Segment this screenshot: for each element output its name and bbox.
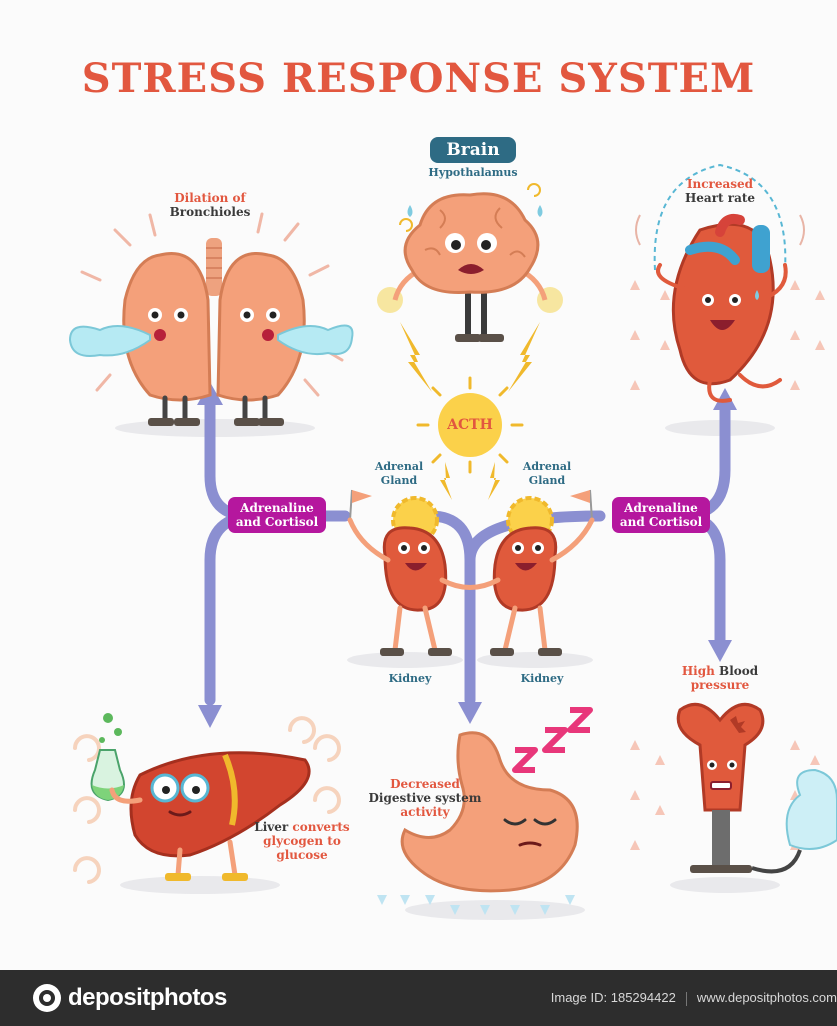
acth-label: ACTH — [440, 418, 500, 432]
hormone-left-pill: Adrenaline and Cortisol — [228, 497, 326, 533]
digestive-line2: Digestive system — [362, 791, 488, 805]
digestive-line1: Decreased — [362, 777, 488, 791]
kidney-right-label: Kidney — [512, 672, 572, 686]
liver-label: Liver converts glycogen to glucose — [242, 820, 362, 862]
depositphotos-wordmark: depositphotos — [68, 984, 227, 1012]
diagram-title: STRESS RESPONSE SYSTEM — [0, 55, 837, 102]
adrenal-right-line2: Gland — [514, 474, 580, 488]
lungs-label-line2: Bronchioles — [150, 205, 270, 219]
blood-pressure-word2: Blood — [719, 664, 758, 678]
footer-info: Image ID: 185294422 www.depositphotos.com — [551, 990, 837, 1006]
stock-footer-bar: depositphotos Image ID: 185294422 www.dep… — [0, 970, 837, 1026]
adrenal-gland-right-label: Adrenal Gland — [514, 460, 580, 488]
brain-illustration — [377, 184, 563, 392]
hypothalamus-label: Hypothalamus — [410, 166, 536, 180]
hormone-left-line2: and Cortisol — [234, 515, 320, 529]
image-id-text: Image ID: 185294422 — [551, 990, 676, 1005]
heart-label-line1: Increased — [660, 177, 780, 191]
diagram-canvas: STRESS RESPONSE SYSTEM Brain Hypothalamu… — [0, 0, 837, 970]
adrenal-left-line1: Adrenal — [366, 460, 432, 474]
liver-word2: converts — [292, 820, 349, 834]
depositphotos-logo[interactable]: depositphotos — [32, 980, 227, 1016]
blood-pressure-word1: High — [682, 664, 715, 678]
lungs-label: Dilation of Bronchioles — [150, 191, 270, 219]
blood-vessel-illustration — [630, 704, 837, 873]
adrenal-right-line1: Adrenal — [514, 460, 580, 474]
footer-site-link[interactable]: www.depositphotos.com — [697, 990, 837, 1005]
liver-line2: glycogen to — [242, 834, 362, 848]
heart-label: Increased Heart rate — [660, 177, 780, 205]
adrenal-left-line2: Gland — [366, 474, 432, 488]
liver-word1: Liver — [254, 820, 288, 834]
lungs-illustration — [70, 214, 353, 426]
hormone-right-line1: Adrenaline — [618, 501, 704, 515]
heart-label-line2: Heart rate — [660, 191, 780, 205]
liver-line3: glucose — [242, 848, 362, 862]
kidney-left-label: Kidney — [380, 672, 440, 686]
blood-pressure-label: High Blood pressure — [660, 664, 780, 692]
acth-gland — [418, 378, 522, 500]
lungs-label-line1: Dilation of — [150, 191, 270, 205]
brain-label: Brain — [430, 137, 516, 163]
adrenal-gland-left-label: Adrenal Gland — [366, 460, 432, 488]
digestive-label: Decreased Digestive system activity — [362, 777, 488, 819]
hormone-left-line1: Adrenaline — [234, 501, 320, 515]
blood-pressure-line2: pressure — [660, 678, 780, 692]
footer-separator — [686, 992, 687, 1006]
hormone-right-pill: Adrenaline and Cortisol — [612, 497, 710, 533]
depositphotos-icon — [32, 983, 62, 1013]
digestive-line3: activity — [362, 805, 488, 819]
hormone-right-line2: and Cortisol — [618, 515, 704, 529]
